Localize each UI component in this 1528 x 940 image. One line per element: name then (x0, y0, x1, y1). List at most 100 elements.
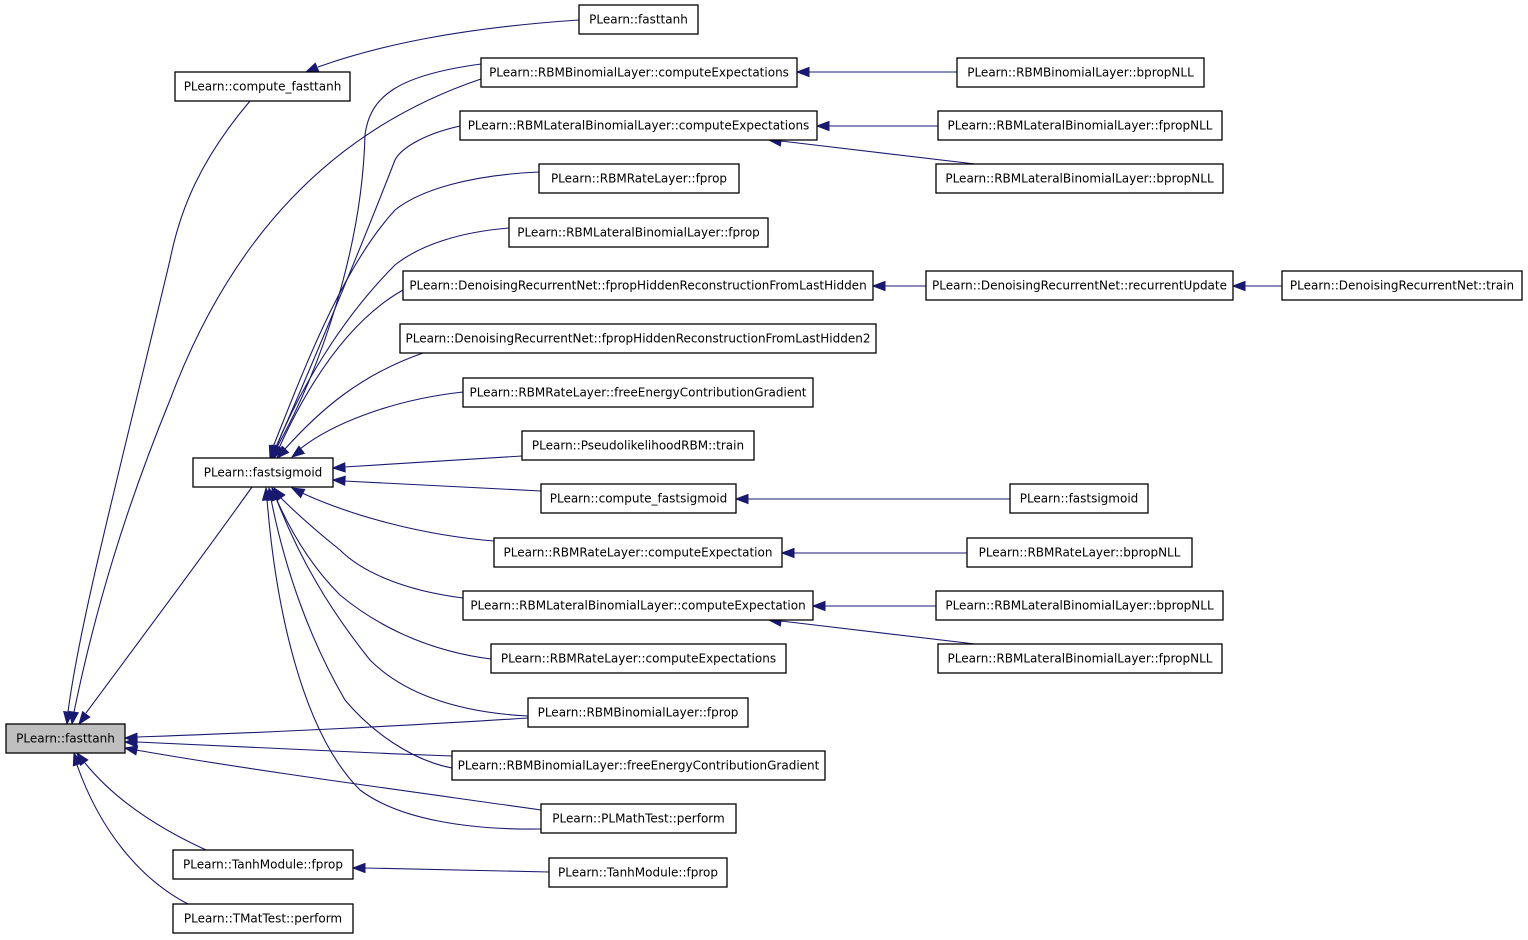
node-rbmlat-fpropnll-1[interactable]: PLearn::RBMLateralBinomialLayer::fpropNL… (937, 110, 1223, 141)
node-box[interactable] (172, 903, 354, 934)
arrowhead-icon (123, 737, 138, 748)
edge-line (780, 620, 976, 645)
node-tmat-perform[interactable]: PLearn::TMatTest::perform (172, 903, 354, 934)
node-fasttanh-root[interactable]: PLearn::fasttanh (5, 723, 126, 754)
node-rbmbin-fprop[interactable]: PLearn::RBMBinomialLayer::fprop (527, 697, 749, 728)
edge-line (84, 762, 216, 855)
node-rbmlat-bpropnll-2[interactable]: PLearn::RBMLateralBinomialLayer::bpropNL… (935, 590, 1224, 621)
node-rbmbin-fecg[interactable]: PLearn::RBMBinomialLayer::freeEnergyCont… (451, 750, 826, 781)
edge-rbmbin-compexps-to-fasttanh-root (68, 78, 482, 726)
node-box[interactable] (462, 590, 814, 621)
arrowhead-icon (276, 445, 290, 460)
node-fastsigmoid[interactable]: PLearn::fastsigmoid (192, 457, 334, 488)
edge-line (275, 497, 529, 717)
node-rbmlat-compexp[interactable]: PLearn::RBMLateralBinomialLayer::compute… (462, 590, 814, 621)
node-box[interactable] (935, 163, 1224, 194)
node-rbmrate-compexps[interactable]: PLearn::RBMRateLayer::computeExpectation… (490, 643, 787, 674)
arrowhead-icon (811, 600, 826, 612)
edge-pseudo-train-to-fastsigmoid (331, 455, 523, 473)
edge-drn-recur-to-drn-fhr (871, 280, 926, 292)
node-box[interactable] (937, 643, 1223, 674)
node-fastsigmoid-right[interactable]: PLearn::fastsigmoid (1009, 483, 1149, 514)
node-rbmrate-fecg[interactable]: PLearn::RBMRateLayer::freeEnergyContribu… (462, 377, 814, 408)
node-rbmbin-bprop[interactable]: PLearn::RBMBinomialLayer::bpropNLL (956, 57, 1205, 88)
node-box[interactable] (521, 430, 755, 461)
node-box[interactable] (578, 4, 699, 35)
node-tanh-fprop-right[interactable]: PLearn::TanhModule::fprop (548, 857, 728, 888)
arrowhead-icon (331, 462, 346, 473)
node-compute-fasttanh[interactable]: PLearn::compute_fasttanh (174, 71, 351, 102)
node-rbmlat-fprop[interactable]: PLearn::RBMLateralBinomialLayer::fprop (508, 217, 769, 248)
node-rbmlat-compexps[interactable]: PLearn::RBMLateralBinomialLayer::compute… (459, 110, 818, 141)
node-box[interactable] (480, 57, 798, 88)
node-label: PLearn::RBMLateralBinomialLayer::fprop (517, 226, 760, 240)
node-box[interactable] (493, 537, 783, 568)
node-label: PLearn::RBMRateLayer::computeExpectation… (501, 652, 776, 666)
node-box[interactable] (5, 723, 126, 754)
node-box[interactable] (462, 377, 814, 408)
node-plmath-perform[interactable]: PLearn::PLMathTest::perform (540, 803, 737, 834)
node-box[interactable] (540, 803, 737, 834)
node-label: PLearn::TMatTest::perform (184, 912, 342, 926)
node-box[interactable] (172, 849, 354, 880)
node-rbmrate-fprop[interactable]: PLearn::RBMRateLayer::fprop (538, 163, 740, 194)
node-box[interactable] (490, 643, 787, 674)
node-fasttanh-top[interactable]: PLearn::fasttanh (578, 4, 699, 35)
node-box[interactable] (548, 857, 728, 888)
edge-line (275, 125, 461, 448)
node-label: PLearn::fastsigmoid (1020, 492, 1139, 506)
edge-tmat-perform-to-fasttanh-root (72, 751, 191, 906)
node-box[interactable] (527, 697, 749, 728)
node-box[interactable] (956, 57, 1205, 88)
node-drn-recur[interactable]: PLearn::DenoisingRecurrentNet::recurrent… (925, 270, 1234, 301)
node-drn-fhr[interactable]: PLearn::DenoisingRecurrentNet::fpropHidd… (402, 270, 874, 301)
node-box[interactable] (540, 483, 737, 514)
node-box[interactable] (451, 750, 826, 781)
nodes-layer: PLearn::fasttanhPLearn::compute_fasttanh… (5, 4, 1523, 934)
node-rbmlat-fpropnll-2[interactable]: PLearn::RBMLateralBinomialLayer::fpropNL… (937, 643, 1223, 674)
edge-line (364, 867, 550, 873)
arrowhead-icon (290, 487, 306, 499)
edge-rbmlat-compexp-to-fastsigmoid (273, 486, 464, 599)
node-label: PLearn::DenoisingRecurrentNet::fpropHidd… (406, 332, 871, 346)
node-box[interactable] (402, 270, 874, 301)
edges-layer (63, 19, 1282, 906)
arrowhead-icon (72, 751, 83, 767)
node-box[interactable] (925, 270, 1234, 301)
arrowhead-icon (261, 486, 273, 501)
node-label: PLearn::RBMLateralBinomialLayer::compute… (470, 599, 805, 613)
node-box[interactable] (399, 323, 877, 354)
node-label: PLearn::RBMLateralBinomialLayer::bpropNL… (945, 599, 1214, 613)
node-box[interactable] (174, 71, 351, 102)
edge-line (284, 352, 424, 450)
node-box[interactable] (192, 457, 334, 488)
node-box[interactable] (508, 217, 769, 248)
node-box[interactable] (1009, 483, 1149, 514)
arrowhead-icon (68, 710, 80, 726)
node-rbmrate-compexp[interactable]: PLearn::RBMRateLayer::computeExpectation (493, 537, 783, 568)
arrowhead-icon (871, 280, 886, 292)
node-drn-fhr2[interactable]: PLearn::DenoisingRecurrentNet::fpropHidd… (399, 323, 877, 354)
node-box[interactable] (937, 110, 1223, 141)
node-box[interactable] (1281, 270, 1523, 301)
node-tanh-fprop-left[interactable]: PLearn::TanhModule::fprop (172, 849, 354, 880)
arrowhead-icon (351, 862, 366, 874)
arrowhead-icon (304, 62, 320, 73)
node-label: PLearn::fasttanh (589, 13, 688, 27)
node-rbmbin-compexps[interactable]: PLearn::RBMBinomialLayer::computeExpecta… (480, 57, 798, 88)
node-label: PLearn::fasttanh (16, 732, 115, 746)
node-rbmlat-bpropnll-1[interactable]: PLearn::RBMLateralBinomialLayer::bpropNL… (935, 163, 1224, 194)
node-label: PLearn::fastsigmoid (204, 466, 323, 480)
node-drn-train[interactable]: PLearn::DenoisingRecurrentNet::train (1281, 270, 1523, 301)
node-pseudo-train[interactable]: PLearn::PseudolikelihoodRBM::train (521, 430, 755, 461)
node-compute-fastsigmoid[interactable]: PLearn::compute_fastsigmoid (540, 483, 737, 514)
node-label: PLearn::TanhModule::fprop (558, 866, 718, 880)
node-box[interactable] (966, 537, 1193, 568)
node-label: PLearn::RBMRateLayer::freeEnergyContribu… (469, 386, 806, 400)
node-box[interactable] (459, 110, 818, 141)
node-rbmrate-bprop[interactable]: PLearn::RBMRateLayer::bpropNLL (966, 537, 1193, 568)
edge-line (301, 492, 495, 542)
edge-rbmbin-fecg-to-fasttanh-root (123, 737, 453, 757)
node-box[interactable] (538, 163, 740, 194)
node-box[interactable] (935, 590, 1224, 621)
